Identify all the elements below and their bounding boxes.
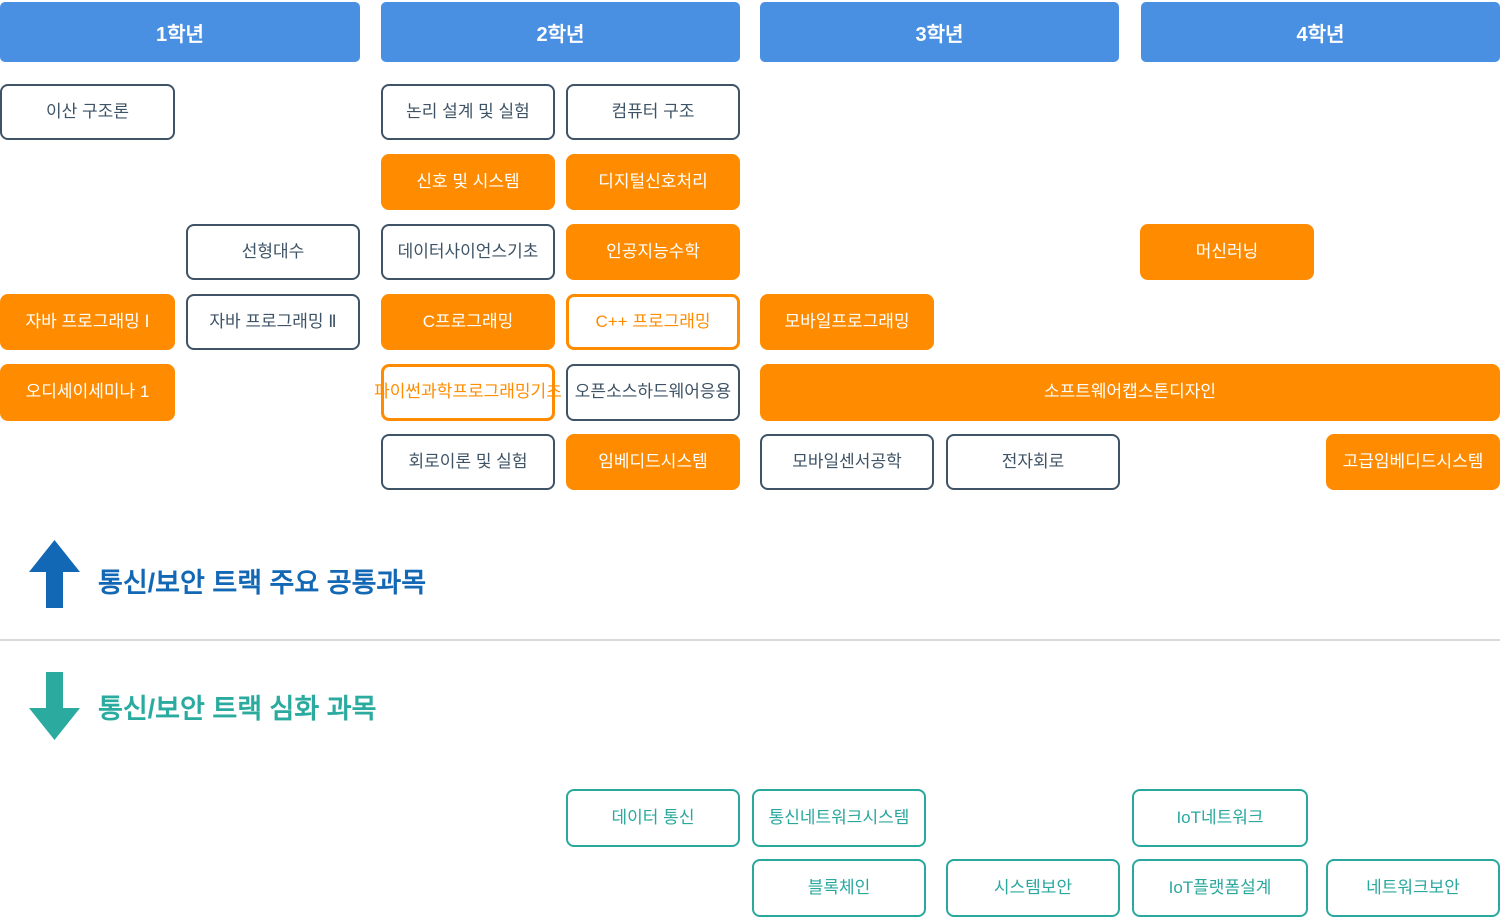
course-box: 파이썬과학프로그래밍기초 xyxy=(374,364,562,421)
course-box: 인공지능수학 xyxy=(566,224,740,280)
course-box: 머신러닝 xyxy=(1140,224,1314,280)
down-arrow-icon xyxy=(29,672,80,740)
course-box: 신호 및 시스템 xyxy=(381,154,555,210)
course-box: 논리 설계 및 실험 xyxy=(381,84,555,140)
legend-advanced-track-label: 통신/보안 트랙 심화 과목 xyxy=(98,693,377,724)
section-divider xyxy=(0,639,1500,641)
course-box: 네트워크보안 xyxy=(1326,859,1500,917)
course-box: IoT플랫폼설계 xyxy=(1132,859,1308,917)
course-box: C++ 프로그래밍 xyxy=(566,294,740,350)
course-box: IoT네트워크 xyxy=(1132,789,1308,847)
course-box: 선형대수 xyxy=(186,224,360,280)
course-box: 모바일프로그래밍 xyxy=(760,294,934,350)
year-header-4: 4학년 xyxy=(1141,2,1500,62)
course-box: 통신네트워크시스템 xyxy=(752,789,926,847)
legend-common-track-label: 통신/보안 트랙 주요 공통과목 xyxy=(98,567,427,598)
course-box: 블록체인 xyxy=(752,859,926,917)
course-box: 모바일센서공학 xyxy=(760,434,934,490)
course-box: C프로그래밍 xyxy=(381,294,555,350)
course-box: 전자회로 xyxy=(946,434,1120,490)
year-header-1: 1학년 xyxy=(0,2,360,62)
course-box: 시스템보안 xyxy=(946,859,1120,917)
course-box: 회로이론 및 실험 xyxy=(381,434,555,490)
course-box: 고급임베디드시스템 xyxy=(1326,434,1500,490)
course-box: 데이터사이언스기초 xyxy=(381,224,555,280)
up-arrow-icon xyxy=(29,540,80,608)
year-header-2: 2학년 xyxy=(381,2,740,62)
course-box: 임베디드시스템 xyxy=(566,434,740,490)
course-box: 소프트웨어캡스톤디자인 xyxy=(760,364,1500,421)
course-box: 컴퓨터 구조 xyxy=(566,84,740,140)
course-box: 오디세이세미나 1 xyxy=(0,364,175,421)
course-box: 이산 구조론 xyxy=(0,84,175,140)
course-box: 자바 프로그래밍 Ⅰ xyxy=(0,294,175,350)
course-box: 디지털신호처리 xyxy=(566,154,740,210)
course-box: 자바 프로그래밍 Ⅱ xyxy=(186,294,360,350)
course-box: 오픈소스하드웨어응용 xyxy=(566,364,740,421)
year-header-3: 3학년 xyxy=(760,2,1119,62)
course-box: 데이터 통신 xyxy=(566,789,740,847)
